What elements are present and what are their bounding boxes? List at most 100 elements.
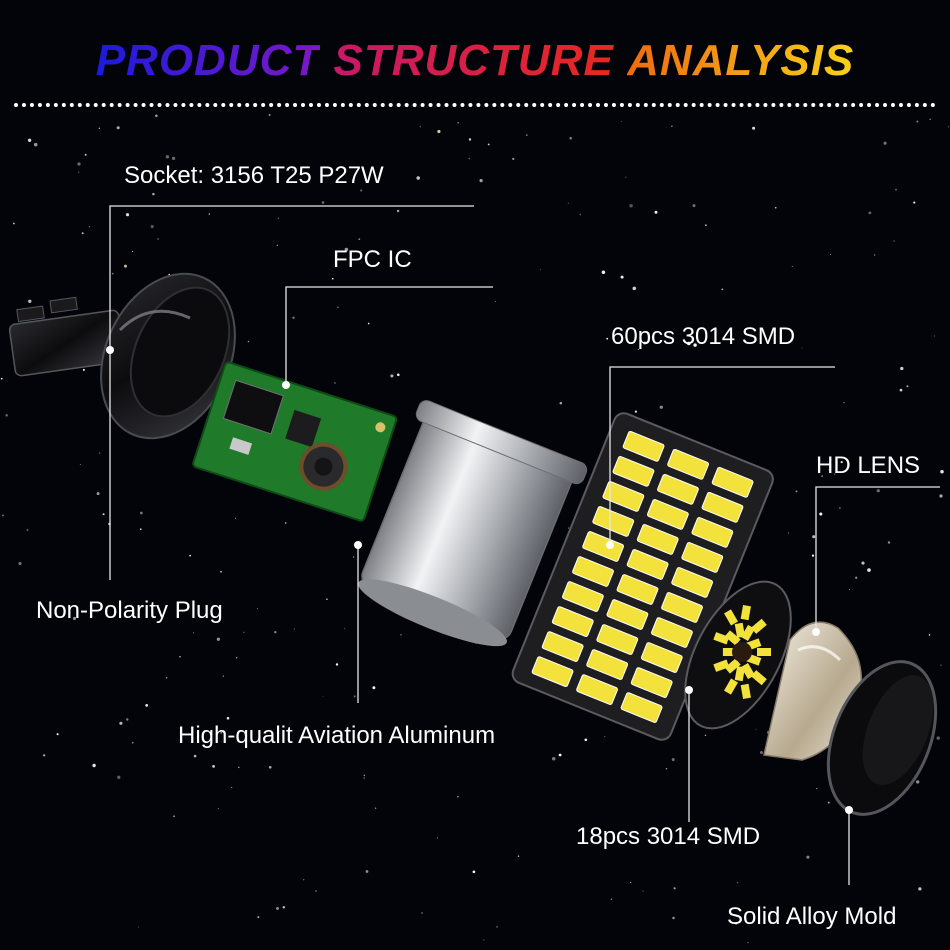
star	[217, 807, 219, 810]
smd-chip	[741, 624, 755, 641]
led-strip-60	[511, 412, 774, 741]
smd-chip	[626, 549, 669, 580]
star	[584, 738, 588, 742]
star	[165, 676, 168, 679]
star	[737, 882, 739, 884]
star	[363, 777, 365, 779]
star	[512, 157, 515, 160]
star	[916, 120, 919, 123]
smd-chip	[640, 642, 683, 673]
star	[643, 341, 647, 345]
star	[801, 347, 803, 349]
star	[13, 222, 15, 225]
smd-chip	[740, 605, 751, 621]
star	[672, 916, 675, 920]
star	[734, 922, 738, 925]
star	[855, 576, 858, 579]
star	[367, 322, 370, 325]
smd60-leader-line	[609, 366, 835, 545]
star	[208, 213, 211, 215]
smd-chip	[661, 592, 703, 623]
star	[416, 176, 420, 180]
star	[427, 731, 430, 733]
star	[81, 232, 84, 235]
smd-chip	[616, 574, 659, 605]
label-aviation-aluminum: High-qualit Aviation Aluminum	[178, 722, 496, 749]
star	[98, 127, 100, 129]
star	[171, 156, 176, 161]
star	[84, 153, 87, 156]
fpc-ic-board	[192, 361, 398, 522]
smd-chip	[622, 430, 665, 462]
star	[157, 238, 159, 240]
star	[436, 837, 438, 839]
star	[321, 201, 325, 204]
star	[559, 401, 563, 405]
star	[759, 750, 764, 755]
star	[806, 855, 810, 859]
star	[861, 561, 865, 565]
smd-chip	[551, 606, 594, 637]
star	[145, 704, 149, 707]
star	[131, 250, 133, 252]
star	[620, 275, 624, 279]
smd-chip	[586, 649, 629, 680]
star	[353, 695, 356, 698]
star	[117, 775, 121, 779]
star	[795, 490, 798, 493]
socket-leader-line	[109, 205, 474, 580]
label-socket: Socket: 3156 T25 P27W	[124, 162, 384, 189]
star	[928, 634, 931, 636]
star	[268, 113, 271, 117]
star	[124, 264, 127, 268]
star	[567, 202, 569, 204]
star	[579, 213, 582, 216]
star	[284, 522, 287, 524]
smd-chip	[722, 648, 737, 656]
star	[906, 385, 909, 388]
star	[671, 125, 673, 127]
star	[92, 763, 96, 768]
star	[276, 906, 279, 910]
star	[222, 675, 224, 677]
star	[374, 807, 377, 809]
star	[277, 217, 279, 219]
star	[659, 405, 663, 409]
star	[918, 887, 922, 891]
smd-chip	[701, 491, 744, 523]
star	[400, 633, 402, 636]
star	[150, 225, 154, 229]
star	[220, 570, 222, 573]
star	[189, 554, 191, 557]
star	[56, 733, 59, 736]
star	[673, 887, 676, 890]
smd-chip	[750, 670, 767, 686]
label-solid-alloy-mold: Solid Alloy Mold	[727, 903, 897, 930]
star	[916, 780, 920, 784]
star	[774, 206, 777, 209]
star	[940, 469, 944, 474]
star	[102, 513, 105, 516]
star	[238, 766, 240, 769]
star	[551, 757, 556, 761]
smd-chip	[602, 481, 645, 512]
alloy-mold-ring	[826, 660, 938, 816]
star	[334, 382, 336, 384]
star	[913, 201, 916, 204]
star	[692, 204, 696, 208]
star	[98, 452, 101, 454]
leader-dots	[106, 346, 853, 814]
star	[165, 155, 170, 159]
smd-chip	[691, 517, 734, 548]
star	[243, 631, 245, 633]
smd-chip	[582, 531, 625, 562]
star	[843, 401, 845, 404]
title-word-structure: STRUCTURE	[333, 36, 614, 85]
star	[292, 316, 295, 319]
page-title: PRODUCT STRUCTURE ANALYSIS	[0, 36, 950, 86]
star	[839, 507, 841, 509]
led-disc-18	[684, 580, 792, 730]
star	[900, 366, 904, 371]
fpc-leader-line	[285, 286, 493, 385]
